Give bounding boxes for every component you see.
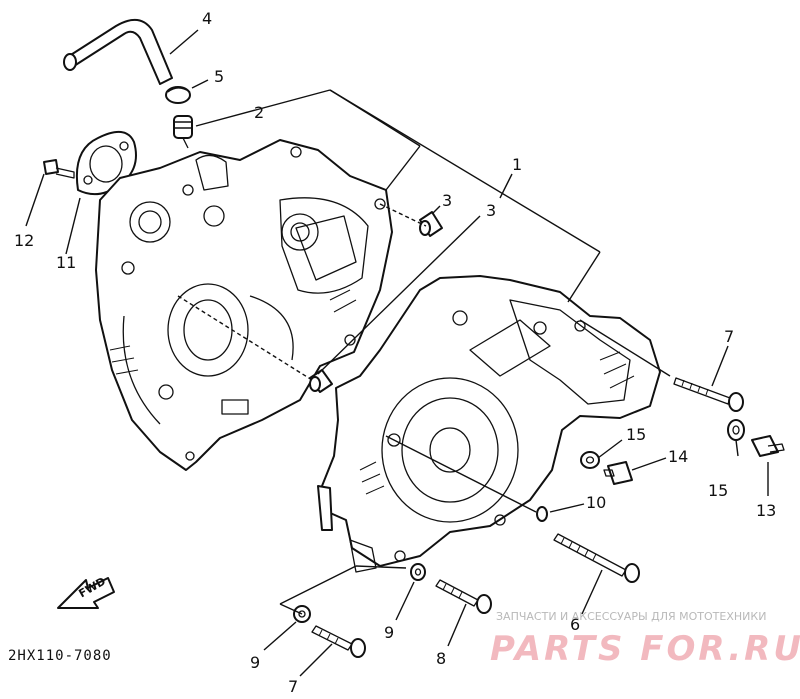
callout-3-upper: 3 [442, 191, 452, 210]
callout-labels: 4 5 2 1 3 3 12 11 7 15 14 15 10 13 6 9 9… [14, 9, 776, 696]
dowel-pin-upper [419, 211, 443, 237]
o-ring-10 [536, 506, 548, 522]
callout-9-left: 9 [250, 653, 260, 672]
watermark: ЗАПЧАСТИ И АКСЕССУАРЫ ДЛЯ МОТОТЕХНИКИ PA… [490, 610, 800, 669]
washer-15-right [727, 419, 745, 441]
diagram-code: 2HX110-7080 [8, 648, 112, 664]
callout-15-left: 15 [626, 425, 646, 444]
bolt-12 [43, 159, 75, 179]
hose-clamp [165, 79, 209, 104]
callout-13: 13 [756, 501, 776, 520]
dowel-pin-lower [309, 369, 333, 393]
callout-8: 8 [436, 649, 446, 668]
bolt-14 [603, 461, 633, 485]
right-crankcase [317, 275, 661, 573]
callout-3-lower: 3 [486, 201, 496, 220]
callout-10: 10 [586, 493, 606, 512]
left-crankcase [95, 139, 393, 471]
callout-6: 6 [570, 615, 580, 634]
bolt-6 [553, 533, 640, 583]
watermark-logo: PARTS FOR.RU [490, 629, 800, 669]
bolt-13 [751, 435, 785, 457]
washer-9-right [410, 563, 426, 581]
callout-1: 1 [512, 155, 522, 174]
callout-7-upper: 7 [724, 327, 734, 346]
breather-fitting [173, 115, 193, 149]
breather-hose [63, 19, 199, 85]
callout-14: 14 [668, 447, 688, 466]
callout-9-right: 9 [384, 623, 394, 642]
bolt-7-upper [673, 377, 744, 412]
callout-5: 5 [214, 67, 224, 86]
watermark-caption: ЗАПЧАСТИ И АКСЕССУАРЫ ДЛЯ МОТОТЕХНИКИ [496, 610, 766, 623]
washer-15-left [580, 451, 600, 469]
callout-4: 4 [202, 9, 212, 28]
bolt-8 [435, 579, 492, 614]
callout-2: 2 [254, 103, 264, 122]
callout-11: 11 [56, 253, 76, 272]
leader-lines [25, 89, 769, 677]
fwd-arrow-icon: FWD [57, 575, 115, 609]
callout-7-lower: 7 [288, 677, 298, 696]
callout-15-right: 15 [708, 481, 728, 500]
bolt-7-lower [311, 625, 366, 658]
callout-12: 12 [14, 231, 34, 250]
